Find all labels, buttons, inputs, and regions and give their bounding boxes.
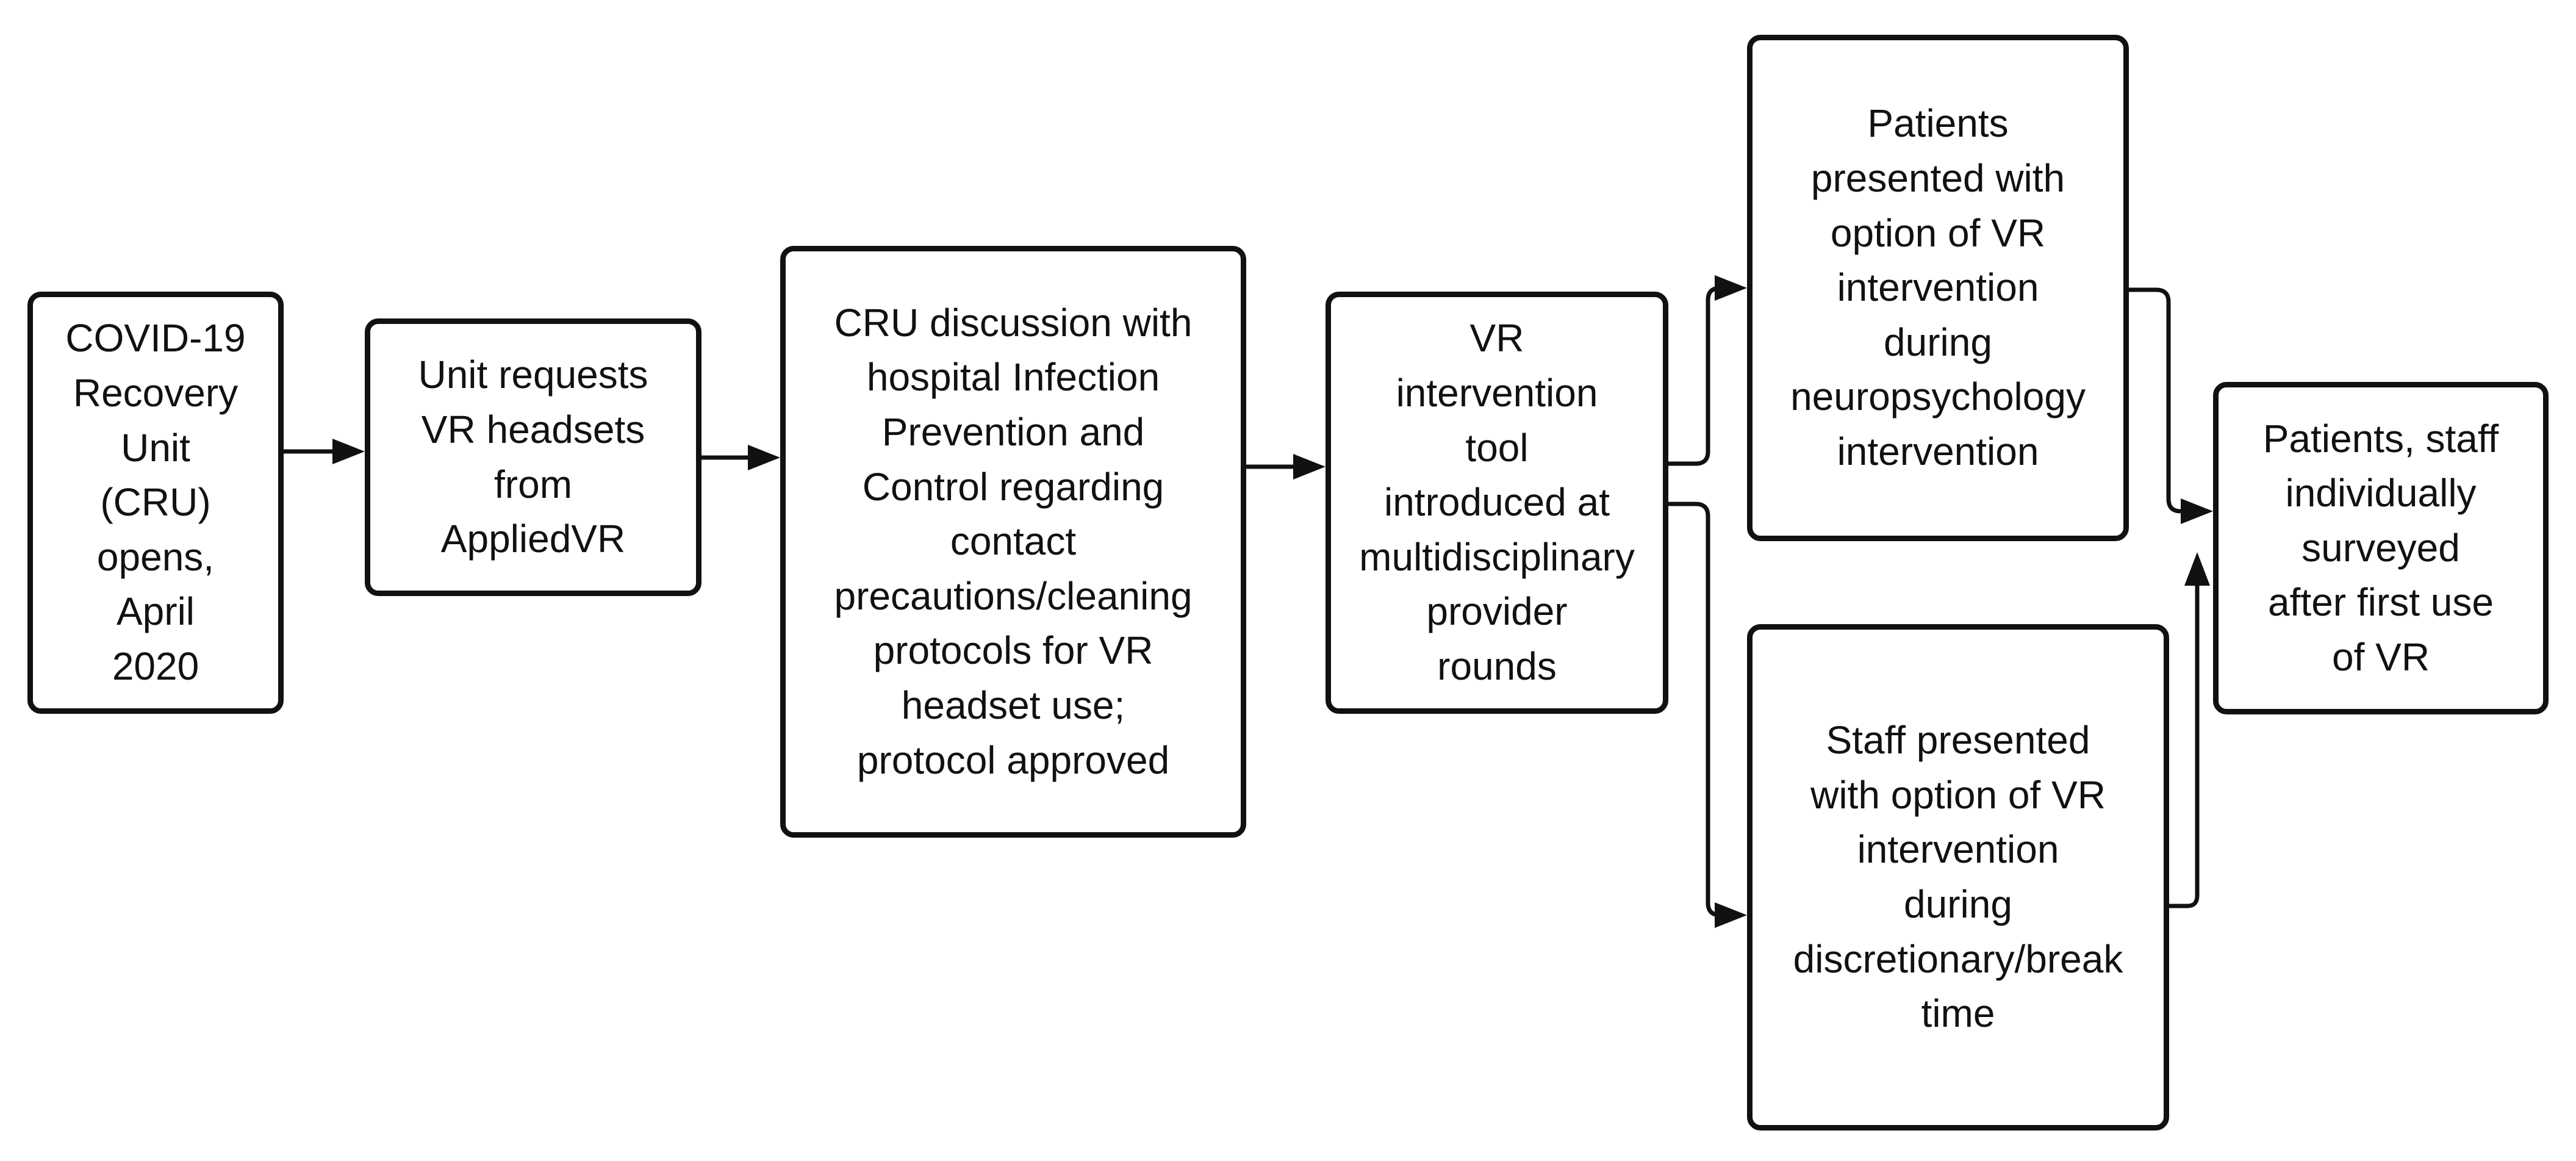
node-unit-requests-text: Unit requests VR headsets from AppliedVR: [418, 353, 648, 561]
node-patients-presented-text: Patients presented with option of VR int…: [1790, 101, 2086, 473]
node-surveyed-text: Patients, staff individually surveyed af…: [2262, 416, 2499, 679]
node-vr-tool: VR intervention tool introduced at multi…: [1326, 292, 1668, 714]
arrow-1-head: [332, 439, 365, 464]
node-vr-tool-text: VR intervention tool introduced at multi…: [1359, 316, 1635, 688]
node-cru-opens: COVID-19 Recovery Unit (CRU) opens, Apri…: [27, 292, 284, 714]
node-patients-presented: Patients presented with option of VR int…: [1747, 35, 2129, 541]
node-cru-discussion: CRU discussion with hospital Infection P…: [780, 246, 1246, 838]
arrow-7-head: [2184, 552, 2210, 586]
node-cru-opens-text: COVID-19 Recovery Unit (CRU) opens, Apri…: [65, 316, 246, 688]
node-surveyed: Patients, staff individually surveyed af…: [2213, 382, 2549, 714]
node-staff-presented-text: Staff presented with option of VR interv…: [1793, 718, 2123, 1036]
node-staff-presented: Staff presented with option of VR interv…: [1747, 624, 2169, 1130]
node-unit-requests: Unit requests VR headsets from AppliedVR: [365, 318, 701, 596]
arrow-3-head: [1293, 454, 1326, 480]
arrow-4-head: [1715, 275, 1747, 301]
arrow-2-head: [748, 445, 780, 470]
arrow-5-head: [1715, 902, 1747, 928]
node-cru-discussion-text: CRU discussion with hospital Infection P…: [834, 300, 1193, 782]
arrow-6-head: [2181, 498, 2213, 524]
